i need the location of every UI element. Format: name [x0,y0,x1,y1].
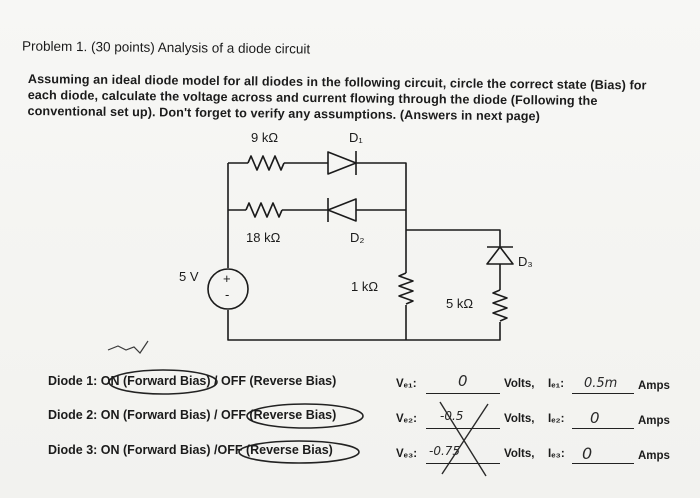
amps3-label: Amps [638,450,670,462]
vd3-field[interactable] [426,463,500,464]
id3-field[interactable] [572,463,634,464]
resistor-5k-symbol [492,289,508,322]
diode-d1-symbol [327,151,357,175]
wire-bottom-right [406,322,501,341]
pencil-scribble [107,340,149,354]
vd3-label: Vₑ₃: [396,448,418,460]
diode2-off-option[interactable]: OFF (Reverse Bias) [220,408,337,422]
wire-right-top [356,162,407,273]
label-source: 5 V [179,269,199,284]
voltage-source-symbol [207,268,249,310]
amps1-label: Amps [638,380,670,392]
resistor-1k-symbol [398,272,414,305]
vd1-label: Vₑ₁: [396,378,417,390]
resistor-18k-symbol [245,202,283,218]
id2-label: Iₑ₂: [548,413,565,425]
diode3-on-option[interactable]: ON (Forward Bias) [100,443,211,457]
diode1-on-option[interactable]: ON (Forward Bias) [100,374,211,388]
label-5k: 5 kΩ [446,296,473,311]
hw-id1: 0.5m [584,376,617,391]
label-d2: D₂ [350,230,364,245]
hw-id2: 0 [590,409,600,427]
diode-d2-symbol [327,198,357,222]
volts2-label: Volts, [504,413,535,425]
vd2-field[interactable] [426,428,500,429]
amps2-label: Amps [638,415,670,427]
label-d3: D₃ [518,254,533,269]
cross-out-mark [439,401,489,477]
hw-vd1: 0 [458,372,468,390]
circle-d1-on [108,369,218,395]
label-1k: 1 kΩ [351,279,378,294]
circle-d2-off [246,403,364,429]
hw-vd3: -0.75 [429,444,460,458]
diode1-row: Diode 1: ON (Forward Bias) / OFF (Revers… [48,374,337,388]
id3-label: Iₑ₃: [548,448,565,460]
wire-right-branch [406,229,501,248]
wire-bottom-left [227,310,406,341]
label-9k: 9 kΩ [251,130,278,145]
diode3-off-option[interactable]: OFF (Reverse Bias) [217,443,333,457]
diode3-label: Diode 3: [48,443,98,457]
label-minus: - [225,287,229,302]
diode1-label: Diode 1: [48,374,98,388]
volts3-label: Volts, [504,448,535,460]
id2-field[interactable] [572,428,634,429]
diode-d3-symbol [486,246,514,265]
label-plus: + [223,271,231,286]
resistor-9k-symbol [247,155,285,171]
diode1-off-option[interactable]: OFF (Reverse Bias) [220,374,337,388]
id1-field[interactable] [572,393,634,394]
vd2-label: Vₑ₂: [396,413,417,425]
label-d1: D₁ [349,130,363,145]
diode2-label: Diode 2: [48,408,98,422]
id1-label: Iₑ₁: [548,378,565,390]
vd1-field[interactable] [426,393,500,394]
hw-id3: 0 [582,444,592,463]
volts1-label: Volts, [504,378,535,390]
diode2-row: Diode 2: ON (Forward Bias) / OFF (Revers… [48,408,337,422]
diode2-on-option[interactable]: ON (Forward Bias) [100,408,211,422]
circle-d3-off [238,440,360,464]
diode3-row: Diode 3: ON (Forward Bias) /OFF (Reverse… [48,443,333,457]
label-18k: 18 kΩ [246,230,281,245]
